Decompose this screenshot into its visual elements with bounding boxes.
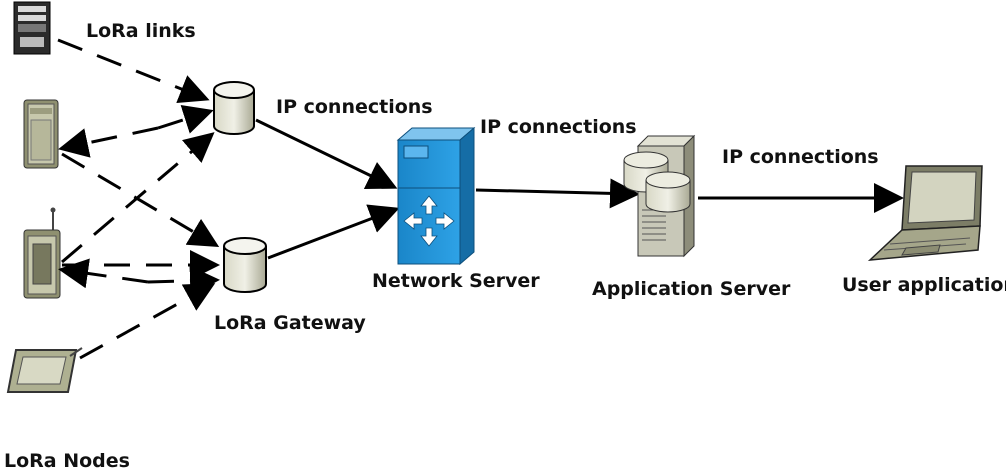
radio-node-icon: [23, 207, 61, 299]
sensor-node-icon: [23, 99, 59, 169]
laptop-icon: [867, 165, 983, 261]
lora-gateway-label: LoRa Gateway: [214, 312, 366, 334]
application-server-label: Application Server: [592, 278, 791, 300]
ip-connections-label: IP connections: [276, 96, 433, 118]
ip-connection-arrows: [255, 118, 904, 260]
network-server-label: Network Server: [372, 270, 540, 292]
lora-links-label: LoRa links: [86, 20, 196, 42]
ip-connections-label: IP connections: [722, 146, 879, 168]
tablet-node-icon: [6, 347, 83, 393]
database-server-icon: [623, 134, 696, 258]
router-switch-icon: [396, 126, 476, 266]
lora-nodes-label: LoRa Nodes: [4, 450, 130, 472]
ip-connections-label: IP connections: [480, 116, 637, 138]
user-application-label: User application: [842, 274, 1006, 296]
gateway-cylinder-icon: [213, 81, 255, 135]
lora-links: [57, 38, 220, 360]
server-tower-icon: [13, 1, 51, 55]
gateway-cylinder-icon: [223, 237, 267, 293]
